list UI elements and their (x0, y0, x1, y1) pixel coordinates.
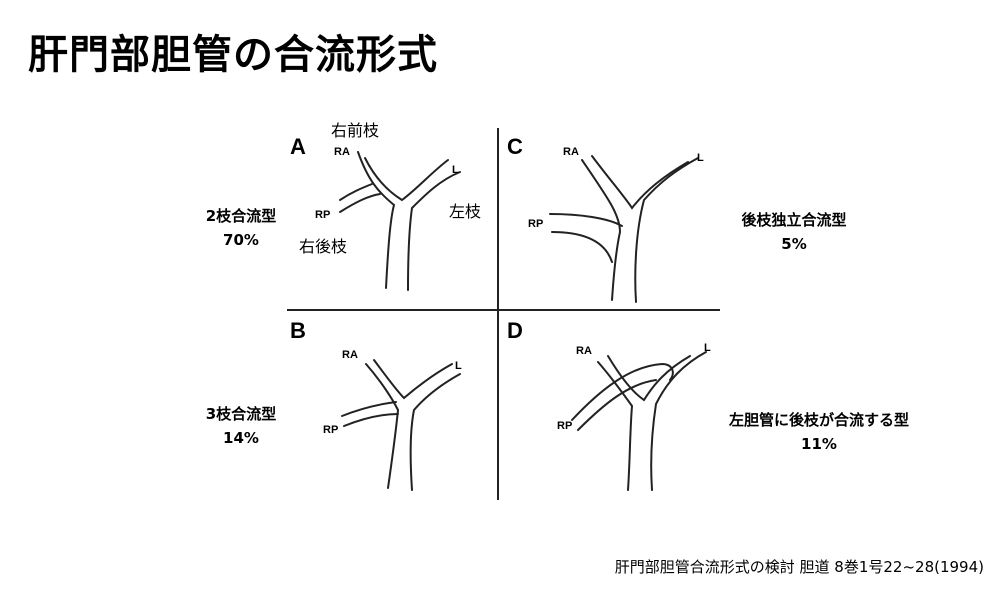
panel-b-crotch (373, 359, 453, 400)
panel-d-rp-upper (571, 362, 674, 421)
panel-d-type-name: 左胆管に後枝が合流する型 (728, 411, 909, 429)
panel-b-ducts (341, 359, 461, 491)
panel-c-l-label: L (697, 152, 704, 164)
panel-c-duct-left-wall (581, 159, 622, 301)
panel-a-rp-lower (339, 193, 381, 213)
panel-b-rp-upper (341, 401, 397, 417)
panel-c-rp-label: RP (528, 218, 544, 230)
panel-a-right-anterior-label: 右前枝 (331, 121, 380, 140)
panel-a-type: 2枝合流型 70% (186, 204, 296, 252)
panel-d-percent: 11% (801, 435, 837, 453)
panel-b-ra-label: RA (342, 349, 358, 361)
panel-d-duct-right-wall (650, 351, 707, 491)
panel-c-ducts (549, 155, 699, 303)
panel-a-left-branch-label: 左枝 (449, 202, 482, 221)
panel-d-crotch (607, 355, 691, 402)
panel-d-ducts (571, 351, 707, 491)
panel-b-letter: B (290, 318, 306, 343)
panel-d-letter: D (507, 318, 523, 343)
panel-d-ra-label: RA (576, 345, 592, 357)
panel-a-duct-right-wall (407, 171, 461, 291)
panel-b-percent: 14% (223, 429, 259, 447)
panel-b-duct-left-wall (365, 363, 400, 489)
panel-c-letter: C (507, 134, 523, 159)
panel-a-ra-label: RA (334, 146, 350, 158)
panel-c-percent: 5% (781, 235, 807, 253)
panel-d-rp-label: RP (557, 420, 573, 432)
panel-b-l-label: L (455, 360, 462, 372)
panel-a-right-posterior-label: 右後枝 (299, 237, 348, 256)
panel-c-rp-lower (551, 231, 613, 263)
panel-c-crotch (591, 155, 689, 210)
panel-a-l-label: L (452, 164, 459, 176)
panel-a-ducts (339, 151, 461, 291)
panel-c-type-name: 後枝独立合流型 (741, 211, 847, 229)
page-title: 肝門部胆管の合流形式 (28, 32, 438, 78)
panel-b-type-name: 3枝合流型 (205, 405, 277, 423)
panel-c-rp-upper (549, 213, 623, 227)
panel-d-l-label: L (704, 342, 711, 354)
panel-b-type: 3枝合流型 14% (186, 402, 296, 450)
panel-a-letter: A (290, 134, 306, 159)
panel-b-rp-label: RP (323, 424, 339, 436)
panel-a-rp-label: RP (315, 209, 331, 221)
panel-d-duct-left-wall (597, 361, 634, 491)
panel-d-rp-lower (577, 379, 657, 431)
panel-b-rp-lower (343, 413, 399, 427)
panel-a-percent: 70% (223, 231, 259, 249)
panel-a-rp-upper (339, 183, 373, 201)
panel-c-type: 後枝独立合流型 5% (724, 208, 864, 256)
panel-a-duct-left-wall (357, 151, 396, 289)
panel-d-type: 左胆管に後枝が合流する型 11% (704, 408, 934, 456)
panel-b-duct-right-wall (409, 373, 461, 491)
panel-c-ra-label: RA (563, 146, 579, 158)
panel-a-crotch (364, 157, 449, 202)
panel-c-duct-right-wall (634, 157, 699, 303)
citation: 肝門部胆管合流形式の検討 胆道 8巻1号22~28(1994) (614, 558, 984, 576)
panel-a-type-name: 2枝合流型 (205, 207, 277, 225)
